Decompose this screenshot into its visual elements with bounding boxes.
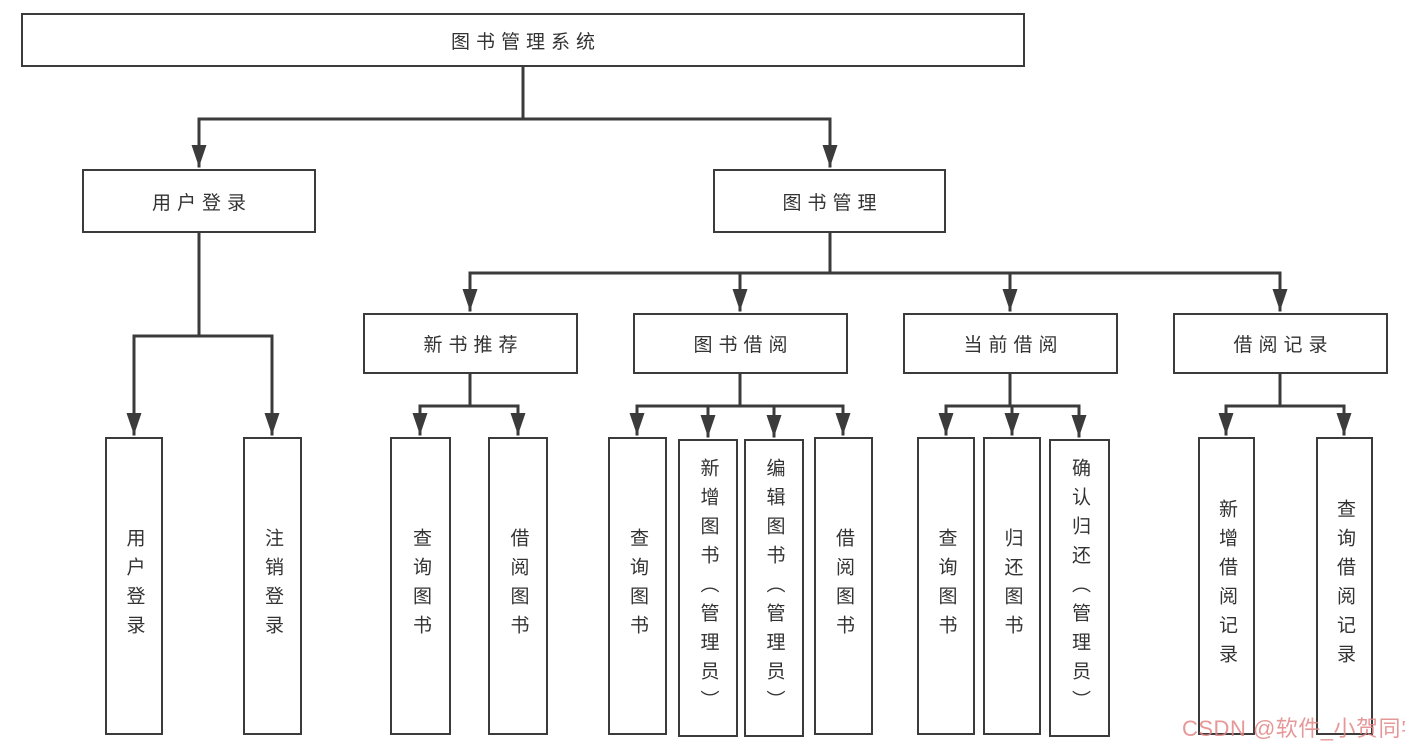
node-label: 用户登录 bbox=[151, 192, 252, 214]
node-label: 编辑图书（管理员） bbox=[763, 457, 785, 719]
node-label: 新增借阅记录 bbox=[1216, 499, 1237, 673]
node-label: 图书管理 bbox=[782, 192, 883, 214]
node-label: 注销登录 bbox=[262, 528, 283, 644]
node-book-management: 图书管理 bbox=[713, 169, 946, 233]
leaf-logout: 注销登录 bbox=[243, 437, 302, 735]
node-label: 借阅记录 bbox=[1233, 335, 1334, 356]
node-label: 当前借阅 bbox=[963, 335, 1064, 356]
leaf-borrow-books-recommend: 借阅图书 bbox=[488, 437, 548, 735]
leaf-confirm-return-admin: 确认归还（管理员） bbox=[1049, 439, 1110, 737]
leaf-query-books-borrow: 查询图书 bbox=[608, 437, 667, 735]
node-label: 新书推荐 bbox=[423, 335, 524, 356]
leaf-return-books: 归还图书 bbox=[983, 437, 1041, 735]
node-label: 查询图书 bbox=[627, 528, 648, 644]
node-user-login: 用户登录 bbox=[82, 169, 316, 233]
node-current-borrow: 当前借阅 bbox=[903, 313, 1118, 374]
node-label: 查询图书 bbox=[935, 528, 957, 644]
node-label: 图书借阅 bbox=[693, 335, 794, 356]
node-label: 图书管理系统 bbox=[450, 31, 601, 53]
node-label: 确认归还（管理员） bbox=[1069, 457, 1090, 719]
leaf-borrow-books: 借阅图书 bbox=[814, 437, 873, 735]
leaf-add-books-admin: 新增图书（管理员） bbox=[678, 439, 738, 737]
node-label: 借阅图书 bbox=[833, 528, 854, 644]
node-book-borrow: 图书借阅 bbox=[633, 313, 848, 374]
node-label: 归还图书 bbox=[1001, 528, 1023, 644]
leaf-add-borrow-record: 新增借阅记录 bbox=[1198, 437, 1255, 735]
leaf-query-books-recommend: 查询图书 bbox=[390, 437, 451, 735]
node-label: 查询借阅记录 bbox=[1334, 499, 1355, 673]
node-label: 新增图书（管理员） bbox=[697, 457, 719, 719]
leaf-query-borrow-record: 查询借阅记录 bbox=[1316, 437, 1373, 735]
leaf-edit-books-admin: 编辑图书（管理员） bbox=[744, 439, 804, 737]
node-new-book-recommend: 新书推荐 bbox=[363, 313, 578, 374]
csdn-watermark: CSDN @软件_小贺同学 bbox=[1182, 716, 1405, 741]
node-label: 借阅图书 bbox=[507, 528, 529, 644]
node-library-management-system: 图书管理系统 bbox=[21, 13, 1025, 67]
leaf-user-login: 用户登录 bbox=[105, 437, 163, 735]
node-borrow-records: 借阅记录 bbox=[1173, 313, 1388, 374]
leaf-query-books-current: 查询图书 bbox=[917, 437, 975, 735]
node-label: 查询图书 bbox=[410, 528, 431, 644]
node-label: 用户登录 bbox=[123, 528, 145, 644]
